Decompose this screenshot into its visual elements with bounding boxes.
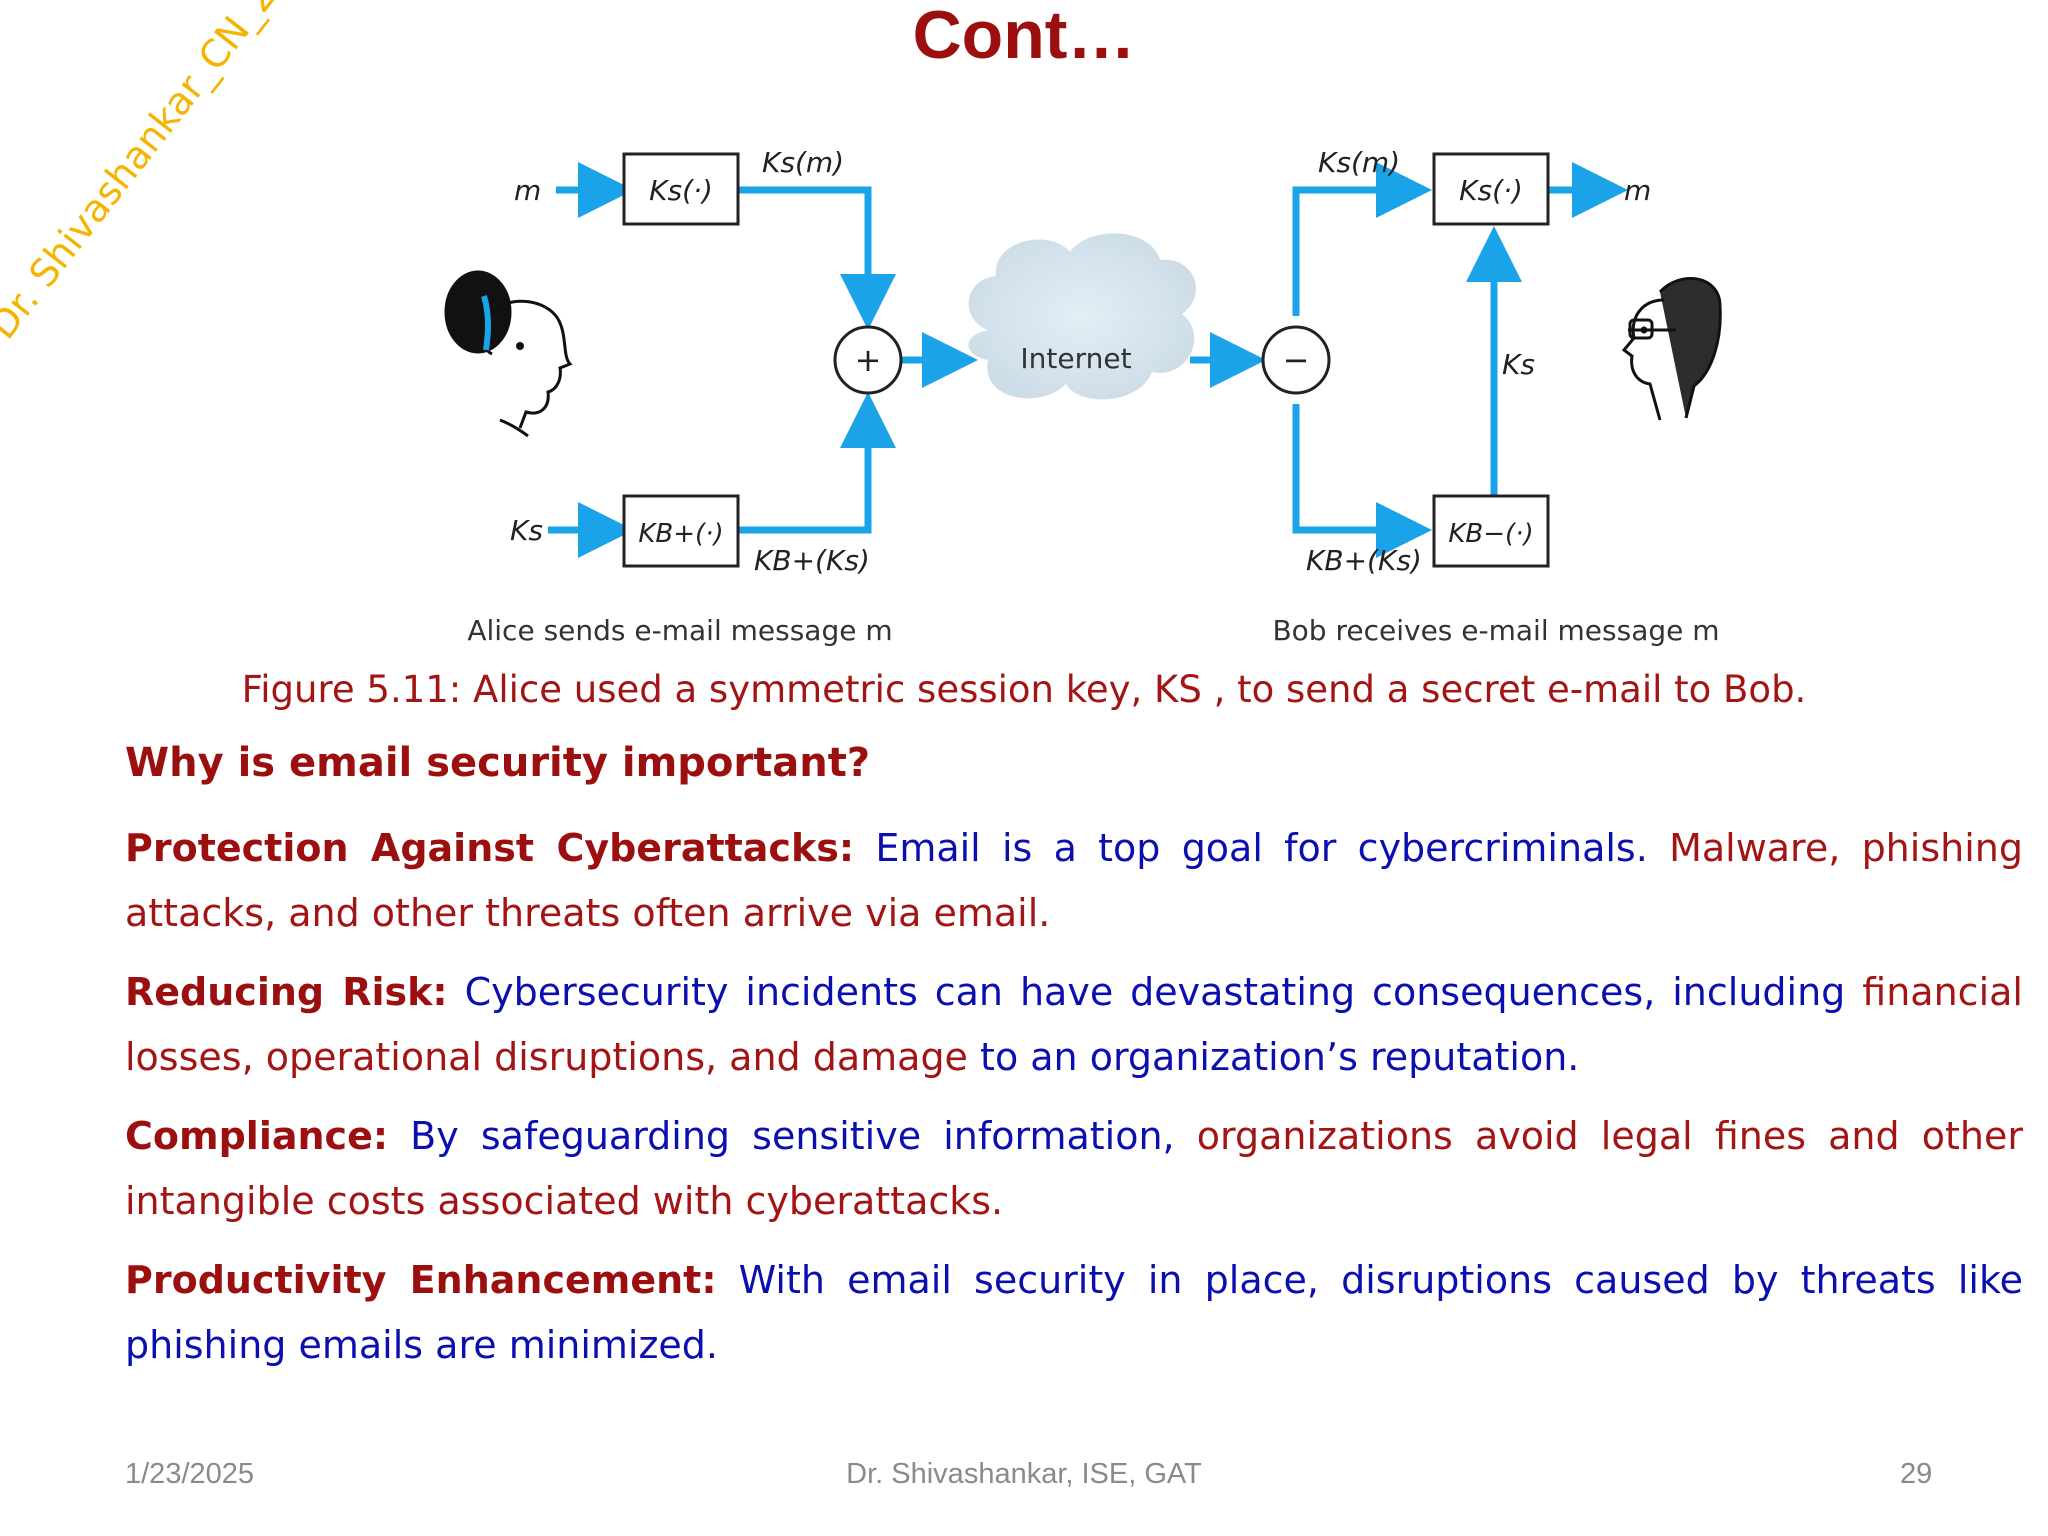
slide-title: Cont… bbox=[912, 0, 1136, 73]
paragraph-text-blue: With email security in place, disruption… bbox=[125, 1258, 2023, 1367]
bob-kbks-label: KB+(Ks) bbox=[1306, 544, 1422, 577]
figure-caption: Figure 5.11: Alice used a symmetric sess… bbox=[241, 668, 1807, 711]
paragraph-label: Reducing Risk: bbox=[125, 970, 448, 1014]
alice-kbplus-box: KB+(·) bbox=[622, 494, 740, 568]
minus-splitter: − bbox=[1261, 325, 1331, 395]
plus-combiner: + bbox=[833, 325, 903, 395]
pgp-diagram: Ks(·) KB+(·) Ks(·) KB−(·) + − m Ks(m) Ks… bbox=[444, 146, 1722, 647]
alice-arrows bbox=[548, 162, 978, 558]
paragraph-reducing-risk: Reducing Risk: Cybersecurity incidents c… bbox=[125, 960, 2023, 1090]
internet-label: Internet bbox=[1020, 342, 1131, 375]
alice-kbks-label: KB+(Ks) bbox=[754, 544, 870, 577]
alice-ks-box-label: Ks(·) bbox=[649, 174, 713, 207]
bob-ksm-label: Ks(m) bbox=[1318, 146, 1400, 179]
alice-ksm-label: Ks(m) bbox=[762, 146, 844, 179]
bob-ks-label: Ks bbox=[1502, 348, 1535, 381]
paragraph-text-blue: By safeguarding sensitive information, bbox=[410, 1114, 1175, 1158]
internet-cloud-icon bbox=[968, 233, 1196, 400]
alice-input-m: m bbox=[514, 174, 541, 207]
section-heading: Why is email security important? bbox=[125, 740, 871, 786]
paragraph-productivity: Productivity Enhancement: With email sec… bbox=[125, 1248, 2023, 1378]
alice-ks-box: Ks(·) bbox=[622, 152, 740, 226]
bob-ks-box-label: Ks(·) bbox=[1459, 174, 1523, 207]
bob-output-m: m bbox=[1624, 174, 1651, 207]
alice-input-ks: Ks bbox=[510, 514, 543, 547]
plus-symbol: + bbox=[855, 341, 882, 379]
paragraph-text-blue: Cybersecurity incidents can have devasta… bbox=[464, 970, 1846, 1014]
alice-icon bbox=[444, 270, 573, 438]
paragraph-text-blue: Email is a top goal for cybercriminals. bbox=[875, 826, 1648, 870]
paragraph-label: Compliance: bbox=[125, 1114, 389, 1158]
paragraph-cyberattacks: Protection Against Cyberattacks: Email i… bbox=[125, 816, 2023, 946]
paragraph-label: Productivity Enhancement: bbox=[125, 1258, 717, 1302]
paragraph-text-blue-2: to an organization’s reputation. bbox=[980, 1035, 1580, 1079]
paragraph-text-red: organizations avoid legal fines and othe… bbox=[125, 1114, 2023, 1223]
bob-caption: Bob receives e-mail message m bbox=[1272, 614, 1719, 647]
paragraph-label: Protection Against Cyberattacks: bbox=[125, 826, 855, 870]
bob-kbminus-box-label: KB−(·) bbox=[1448, 519, 1533, 549]
paragraph-compliance: Compliance: By safeguarding sensitive in… bbox=[125, 1104, 2023, 1234]
paragraph-text-red: Malware, phishing attacks, and other thr… bbox=[125, 826, 2023, 935]
bob-kbminus-box: KB−(·) bbox=[1432, 494, 1550, 568]
bob-icon bbox=[1621, 277, 1722, 421]
bob-ks-box: Ks(·) bbox=[1432, 152, 1550, 226]
paragraph-text-red: financial losses, operational disruption… bbox=[125, 970, 2023, 1079]
alice-caption: Alice sends e-mail message m bbox=[467, 614, 892, 647]
footer-page-number: 29 bbox=[1900, 1458, 1933, 1490]
minus-symbol: − bbox=[1283, 341, 1310, 379]
footer-date: 1/23/2025 bbox=[125, 1458, 255, 1490]
bob-arrows bbox=[1190, 162, 1628, 558]
alice-kbplus-box-label: KB+(·) bbox=[638, 519, 723, 549]
footer-author: Dr. Shivashankar, ISE, GAT bbox=[846, 1458, 1202, 1490]
